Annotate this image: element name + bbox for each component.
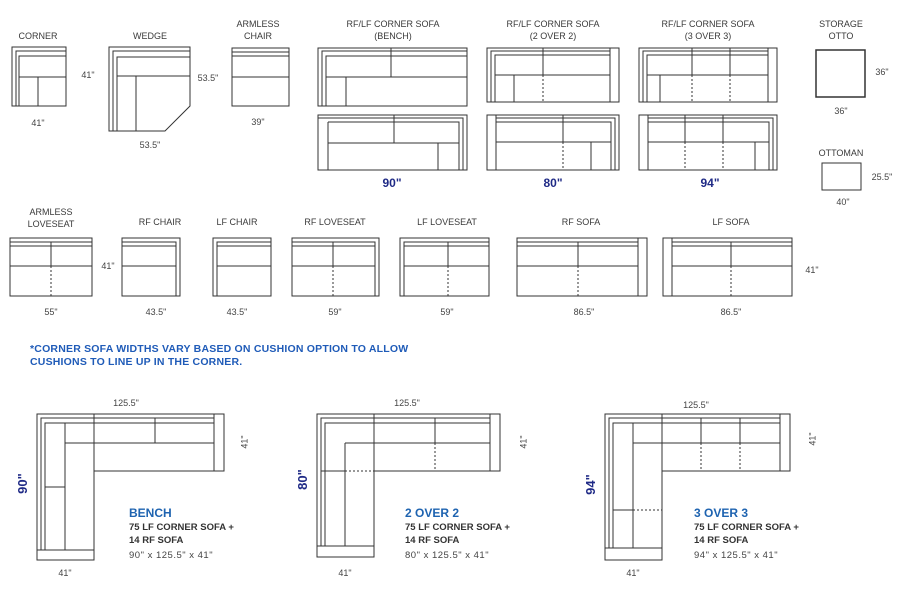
label-line: ARMLESS	[236, 19, 280, 29]
dim-lf-sofa: 86.5"	[720, 307, 742, 317]
config-3-over-3-length: 94"	[582, 474, 598, 495]
label-line: (2 OVER 2)	[529, 31, 577, 41]
corner-drawing	[11, 46, 67, 107]
note-line: CUSHIONS TO LINE UP IN THE CORNER.	[30, 356, 243, 368]
dim-ottoman-width: 40"	[836, 197, 850, 207]
rf-sofa-drawing	[516, 237, 648, 297]
label-bench-corner-sofa: RF/LF CORNER SOFA (BENCH)	[346, 18, 439, 42]
label-lf-loveseat: LF LOVESEAT	[417, 217, 477, 227]
wedge-drawing	[108, 46, 191, 132]
label-corner: CORNER	[18, 31, 58, 41]
lf-chair-drawing	[212, 237, 272, 297]
label-wedge: WEDGE	[132, 31, 168, 41]
config-3-over-3-title: 3 OVER 3	[694, 506, 749, 520]
label-line: RF/LF CORNER SOFA	[506, 19, 600, 29]
label-line: OTTO	[828, 31, 854, 41]
config-2-over-2-col: 41"	[338, 568, 352, 578]
armless-chair-drawing	[231, 47, 290, 107]
config-3-over-3-dims: 94" x 125.5" x 41"	[694, 550, 779, 561]
config-bench-dims: 90" x 125.5" x 41"	[129, 550, 214, 561]
label-2-over-2-corner-sofa: RF/LF CORNER SOFA (2 OVER 2)	[506, 18, 599, 42]
config-2-over-2-dims: 80" x 125.5" x 41"	[405, 550, 490, 561]
config-bench-line1: 75 LF CORNER SOFA +	[129, 522, 234, 533]
dim-wedge-depth: 53.5"	[197, 73, 219, 83]
config-bench-width: 125.5"	[113, 398, 139, 408]
label-armless-chair: ARMLESS CHAIR	[236, 18, 279, 42]
config-2-over-2-width: 125.5"	[394, 398, 420, 408]
ottoman-drawing	[821, 162, 862, 191]
dim-corner-width: 41"	[31, 118, 45, 128]
config-2-over-2-line1: 75 LF CORNER SOFA +	[405, 522, 510, 533]
config-3-over-3-line1: 75 LF CORNER SOFA +	[694, 522, 799, 533]
label-line: RF/LF CORNER SOFA	[346, 19, 440, 29]
label-line: RF/LF CORNER SOFA	[661, 19, 755, 29]
dim-3-over-3-width: 94"	[700, 176, 720, 190]
dim-rf-loveseat: 59"	[328, 307, 342, 317]
config-3-over-3-width: 125.5"	[683, 400, 709, 410]
bench-corner-sofa-drawing	[317, 47, 468, 171]
label-rf-sofa: RF SOFA	[561, 217, 601, 227]
lf-loveseat-drawing	[399, 237, 490, 297]
label-rf-loveseat: RF LOVESEAT	[304, 217, 366, 227]
label-3-over-3-corner-sofa: RF/LF CORNER SOFA (3 OVER 3)	[661, 18, 754, 42]
dim-armless-loveseat: 55"	[44, 307, 58, 317]
label-storage-otto: STORAGE OTTO	[819, 18, 863, 42]
label-line: (3 OVER 3)	[684, 31, 732, 41]
dim-lf-loveseat: 59"	[440, 307, 454, 317]
dim-corner-depth: 41"	[81, 70, 95, 80]
config-3-over-3-line2: 14 RF SOFA	[694, 535, 749, 546]
dim-ottoman-depth: 25.5"	[871, 172, 893, 182]
label-line: CHAIR	[243, 31, 273, 41]
lf-sofa-drawing	[662, 237, 793, 297]
config-bench-title: BENCH	[129, 506, 172, 520]
label-lf-sofa: LF SOFA	[712, 217, 750, 227]
dim-row2-depth-left: 41"	[101, 261, 115, 271]
label-line: LOVESEAT	[27, 219, 75, 229]
dim-storage-otto-width: 36"	[834, 106, 848, 116]
rf-loveseat-drawing	[291, 237, 380, 297]
dim-row2-depth-right: 41"	[805, 265, 819, 275]
config-2-over-2-depth: 41"	[518, 435, 529, 449]
corner-width-note: *CORNER SOFA WIDTHS VARY BASED ON CUSHIO…	[30, 343, 408, 369]
dim-armless-chair: 39"	[251, 117, 265, 127]
dim-bench-width: 90"	[382, 176, 402, 190]
config-3-over-3-col: 41"	[626, 568, 640, 578]
config-bench-line2: 14 RF SOFA	[129, 535, 184, 546]
dim-wedge-width: 53.5"	[139, 140, 161, 150]
bench-configuration-drawing	[36, 413, 225, 561]
dim-rf-chair: 43.5"	[145, 307, 167, 317]
3-over-3-configuration-drawing	[604, 413, 791, 561]
label-line: ARMLESS	[29, 207, 73, 217]
dim-2-over-2-width: 80"	[543, 176, 563, 190]
rf-chair-drawing	[121, 237, 181, 297]
config-bench-col: 41"	[58, 568, 72, 578]
config-3-over-3-depth: 41"	[807, 432, 818, 446]
config-2-over-2-length: 80"	[294, 469, 310, 490]
dim-rf-sofa: 86.5"	[573, 307, 595, 317]
label-line: (BENCH)	[374, 31, 412, 41]
3-over-3-corner-sofa-drawing	[638, 47, 778, 171]
note-line: *CORNER SOFA WIDTHS VARY BASED ON CUSHIO…	[30, 343, 409, 355]
label-line: STORAGE	[819, 19, 863, 29]
config-bench-depth: 41"	[239, 435, 250, 449]
2-over-2-configuration-drawing	[316, 413, 501, 558]
config-2-over-2-line2: 14 RF SOFA	[405, 535, 460, 546]
label-rf-chair: RF CHAIR	[138, 217, 182, 227]
label-lf-chair: LF CHAIR	[216, 217, 258, 227]
2-over-2-corner-sofa-drawing	[486, 47, 620, 171]
armless-loveseat-drawing	[9, 237, 93, 297]
config-bench-length: 90"	[14, 473, 30, 494]
label-armless-loveseat: ARMLESS LOVESEAT	[28, 206, 75, 230]
dim-storage-otto-depth: 36"	[875, 67, 889, 77]
dim-lf-chair: 43.5"	[226, 307, 248, 317]
config-2-over-2-title: 2 OVER 2	[405, 506, 460, 520]
label-ottoman: OTTOMAN	[818, 148, 864, 158]
storage-otto-drawing	[815, 49, 866, 98]
